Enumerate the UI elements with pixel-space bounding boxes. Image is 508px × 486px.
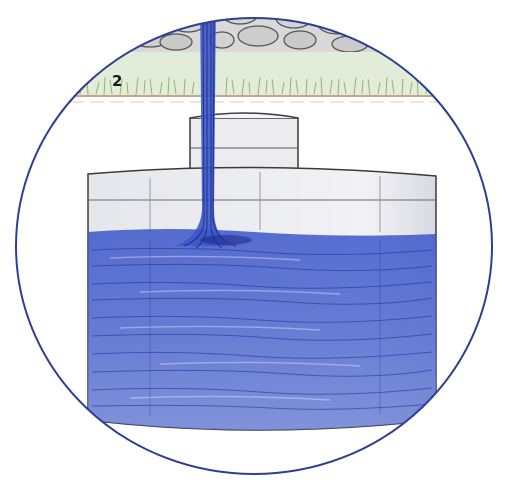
stone-wall [120, 0, 390, 52]
stored-water [88, 229, 436, 430]
panel-number: 2 [112, 72, 122, 90]
